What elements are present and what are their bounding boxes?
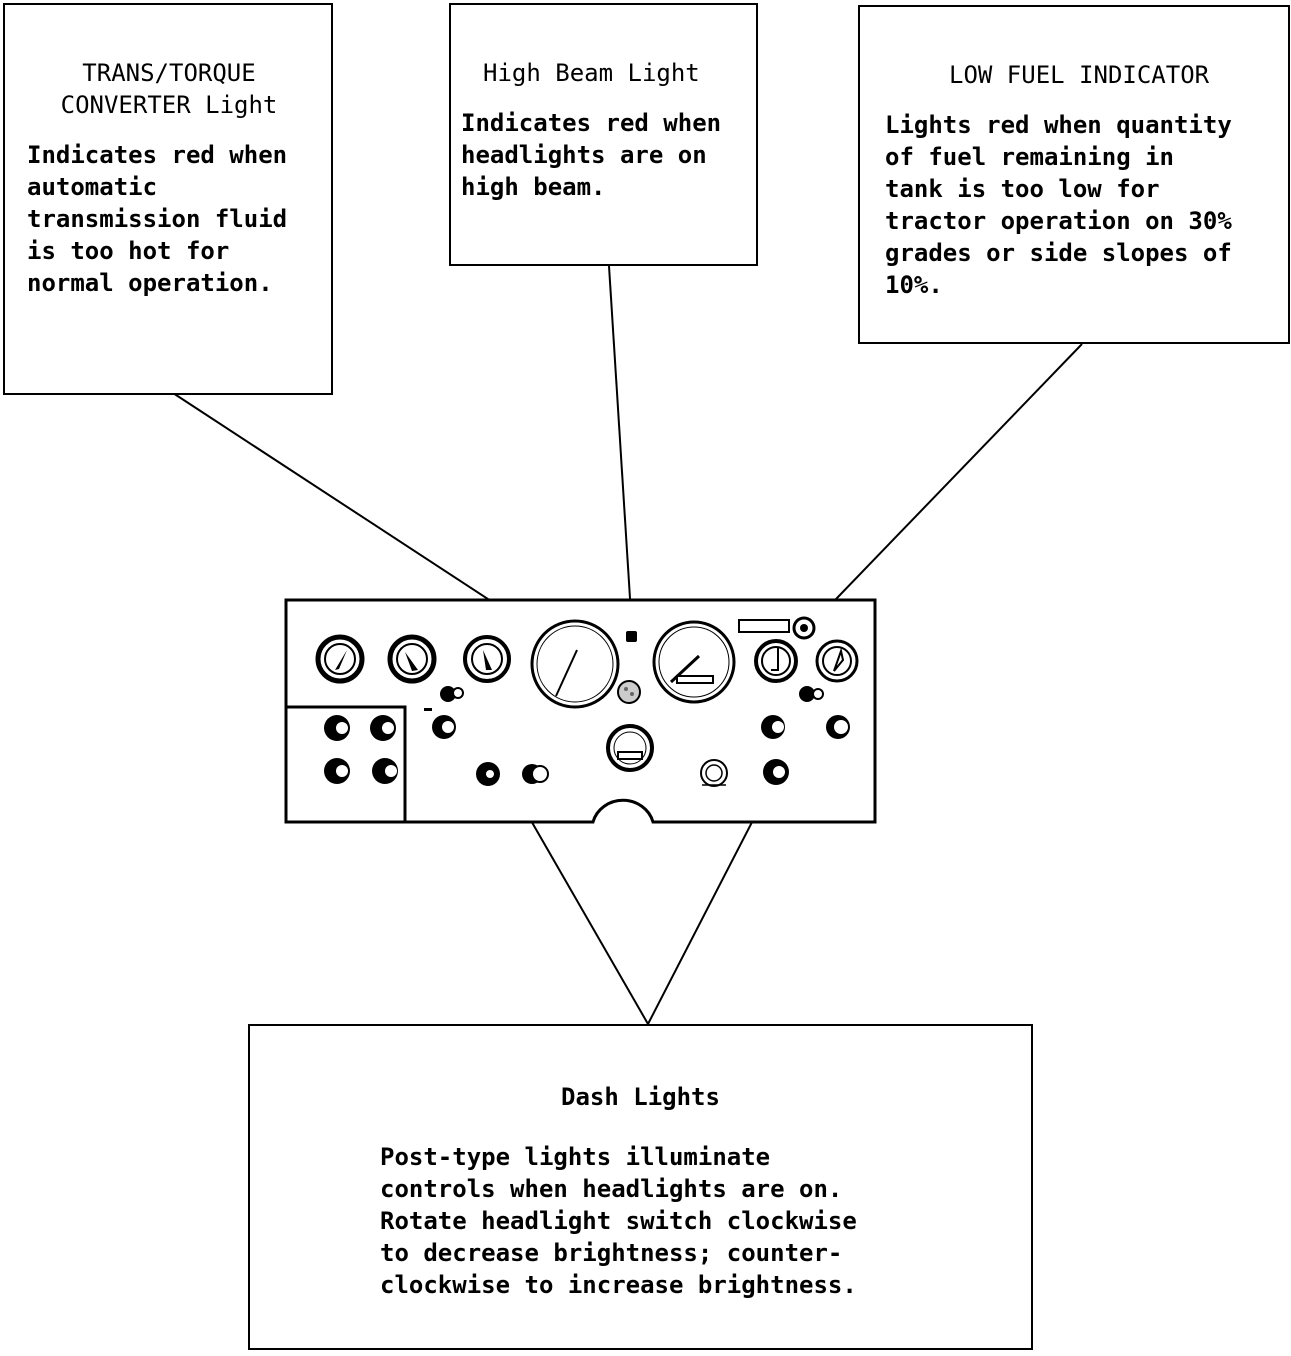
right-switches	[761, 715, 850, 785]
gauge-3	[463, 635, 511, 683]
gauge-4	[754, 639, 798, 683]
dash-light-right	[799, 686, 824, 702]
leader-low-fuel	[810, 343, 1083, 626]
gauge-1	[315, 634, 365, 684]
high-beam-light	[626, 631, 637, 642]
callout-high-beam-body: Indicates red when headlights are on hig…	[461, 109, 722, 201]
callout-trans-body: Indicates red when automatic transmissio…	[27, 141, 288, 297]
callout-dash-lights: Dash Lights Post-type lights illuminate …	[248, 1024, 1033, 1350]
callout-low-fuel: LOW FUEL INDICATOR Lights red when quant…	[858, 5, 1290, 344]
speedometer-gauge	[652, 620, 736, 704]
gauge-2	[387, 634, 437, 684]
callout-trans-torque: TRANS/TORQUE CONVERTER Light Indicates r…	[3, 3, 333, 395]
gauge-5	[815, 639, 859, 683]
callout-low-fuel-title: LOW FUEL INDICATOR	[949, 61, 1210, 89]
tachometer-gauge	[530, 619, 620, 709]
callout-dash-body: Post-type lights illuminate controls whe…	[380, 1143, 857, 1299]
callout-trans-title: TRANS/TORQUE CONVERTER Light	[60, 59, 278, 119]
callout-high-beam: High Beam Light Indicates red when headl…	[449, 3, 758, 266]
switch-block	[324, 715, 398, 784]
callout-low-fuel-body: Lights red when quantity of fuel remaini…	[885, 111, 1232, 299]
headlight-switch	[700, 759, 728, 787]
panel-label-plate	[738, 619, 790, 633]
trans-torque-light	[617, 680, 641, 704]
callout-dash-title: Dash Lights	[561, 1083, 720, 1111]
leader-high-beam	[608, 265, 633, 631]
dash-light-left	[440, 686, 464, 702]
middle-switches	[424, 708, 549, 786]
callout-high-beam-title: High Beam Light	[483, 59, 700, 87]
hour-meter	[606, 724, 654, 772]
low-fuel-light	[792, 616, 816, 640]
